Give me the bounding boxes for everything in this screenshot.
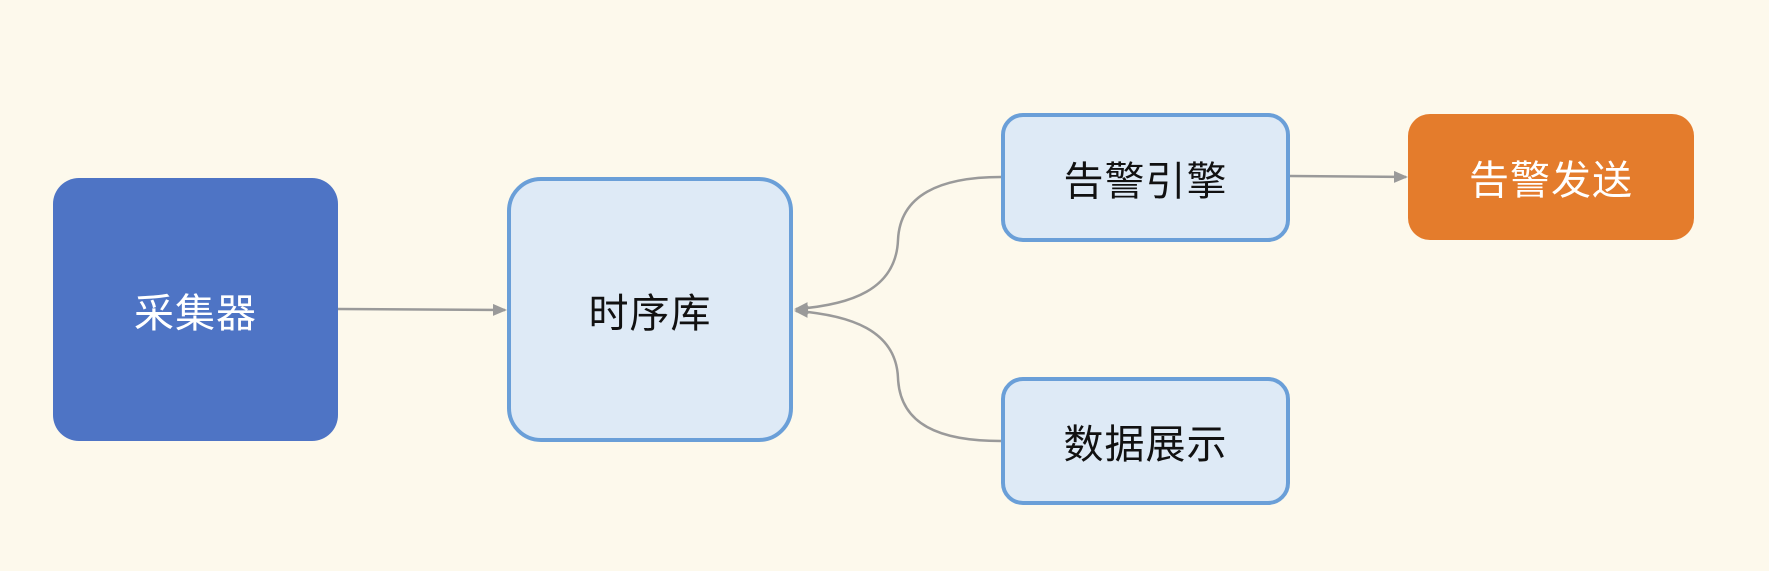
edge-alert-engine-to-tsdb <box>794 175 1002 315</box>
display-node: 数据展示 <box>1001 377 1290 505</box>
alert-send-node: 告警发送 <box>1408 114 1694 240</box>
alert-engine-label: 告警引擎 <box>1063 158 1228 205</box>
collector-node: 采集器 <box>53 178 338 441</box>
collector-label: 采集器 <box>134 290 257 337</box>
edge-collector-to-tsdb <box>337 303 507 316</box>
edge-display-to-tsdb <box>794 305 1002 443</box>
tsdb-node: 时序库 <box>507 177 793 442</box>
alert-engine-node: 告警引擎 <box>1001 113 1290 242</box>
tsdb-label: 时序库 <box>588 290 712 337</box>
edge-alert-engine-to-alert-send <box>1289 170 1408 183</box>
alert-send-label: 告警发送 <box>1469 158 1633 204</box>
display-label: 数据展示 <box>1063 422 1228 468</box>
